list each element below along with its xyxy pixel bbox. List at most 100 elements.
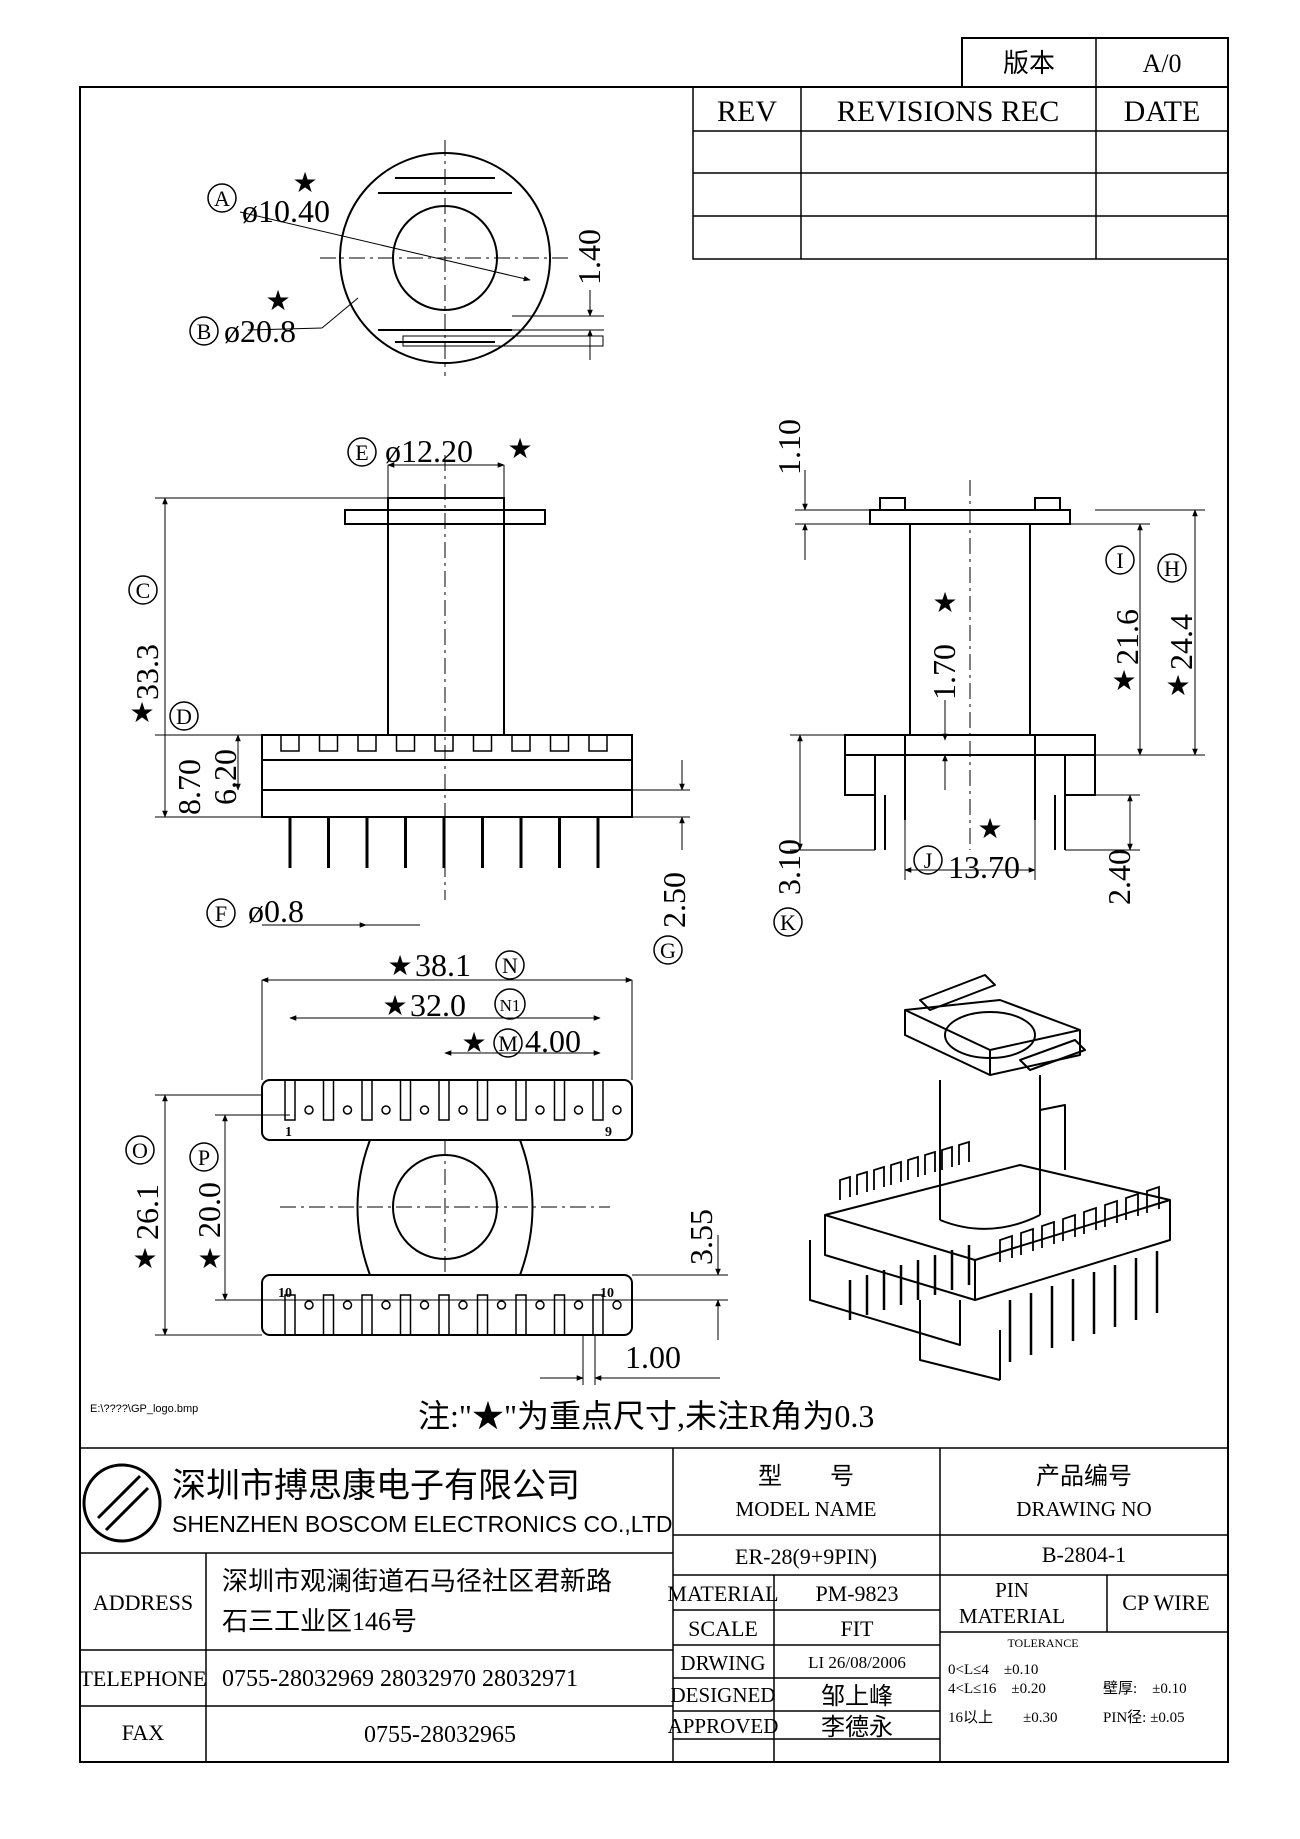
iso-tooth-right [1083, 1206, 1097, 1234]
svg-text:G: G [660, 938, 676, 963]
bottom-slot-top [284, 1079, 296, 1121]
bottom-pin-hole-top [535, 1105, 545, 1115]
dim-top-gap: 1.40 [571, 229, 607, 285]
dim-base-height: 6.20 [207, 749, 243, 805]
revisions-rec-header: REVISIONS REC [837, 95, 1060, 128]
iso-tooth-left [873, 1165, 885, 1190]
bottom-slot-top [476, 1079, 489, 1121]
svg-text:M: M [498, 1031, 518, 1056]
bottom-slot-top [592, 1079, 604, 1121]
iso-tooth-right [1104, 1199, 1118, 1227]
bottom-view [155, 977, 728, 1385]
telephone-label: TELEPHONE [79, 1666, 206, 1691]
front-view [155, 455, 690, 928]
dim-F: F ø0.8 [206, 893, 304, 929]
bottom-pin-hole-bottom [496, 1300, 507, 1310]
logo-path: E:\????\GP_logo.bmp [90, 1403, 198, 1415]
svg-text:★: ★ [1165, 671, 1190, 702]
bottom-slot-top [553, 1079, 566, 1121]
telephone-value: 0755-28032969 28032970 28032971 [222, 1666, 578, 1692]
svg-text:K: K [780, 910, 796, 935]
pin-10a-label: 10 [278, 1286, 292, 1301]
bottom-pin-hole-bottom [419, 1300, 430, 1310]
iso-tooth-right [1020, 1227, 1034, 1255]
bottom-pin-hole-top [419, 1105, 430, 1115]
svg-text:A: A [214, 186, 230, 211]
scale-label: SCALE [688, 1616, 758, 1641]
dim-O: O 26.1 ★ [125, 1135, 165, 1275]
bottom-slot-bottom [322, 1294, 335, 1336]
bottom-slot-bottom [284, 1294, 296, 1336]
svg-text:E: E [355, 440, 368, 465]
svg-text:ø10.40: ø10.40 [242, 193, 330, 229]
front-slot [511, 734, 531, 752]
svg-text:★: ★ [292, 168, 317, 199]
bottom-pin-hole-top [496, 1105, 507, 1115]
svg-text:P: P [198, 1145, 210, 1170]
pin-9-label: 9 [605, 1125, 612, 1140]
dim-side-gap: 3.55 [683, 1209, 719, 1265]
dim-pin-length: 2.40 [1101, 849, 1137, 905]
svg-text:38.1: 38.1 [415, 947, 471, 983]
bottom-pin-hole-bottom [612, 1300, 622, 1310]
svg-text:33.3: 33.3 [129, 644, 165, 700]
drwing-value: LI 26/08/2006 [808, 1653, 906, 1672]
dim-N1: ★ 32.0 N1 [382, 987, 526, 1023]
tolerance-wall: 壁厚: ±0.10 [1103, 1680, 1187, 1697]
pin-material-value: CP WIRE [1122, 1590, 1209, 1615]
isometric-view [809, 974, 1171, 1381]
dim-flange: 1.10 [771, 419, 807, 475]
bottom-slot-bottom [399, 1294, 412, 1336]
svg-text:D: D [176, 704, 192, 729]
date-header: DATE [1124, 95, 1201, 128]
fax-label: FAX [122, 1720, 164, 1745]
side-view [790, 470, 1205, 880]
dim-H: H 24.4 ★ [1157, 553, 1199, 702]
svg-text:ø0.8: ø0.8 [248, 893, 304, 929]
fax-value: 0755-28032965 [364, 1722, 516, 1748]
front-slot [588, 734, 608, 752]
bottom-slot-top [438, 1079, 450, 1121]
front-view-pins [280, 734, 608, 868]
bottom-view-pins [284, 1079, 622, 1336]
scale-value: FIT [841, 1616, 875, 1641]
svg-text:★: ★ [977, 814, 1002, 845]
material-value: PM-9823 [815, 1581, 898, 1606]
pin-1-label: 1 [285, 1125, 292, 1140]
bottom-pin-hole-bottom [535, 1300, 545, 1310]
drawing-note: 注:"★"为重点尺寸,未注R角为0.3 [418, 1398, 874, 1434]
tolerance-row-2: 4<L≤16 ±0.20 [948, 1681, 1046, 1697]
approved-value: 李德永 [821, 1714, 893, 1741]
company-name-en: SHENZHEN BOSCOM ELECTRONICS CO.,LTD [172, 1511, 673, 1537]
iso-tooth-left [856, 1170, 868, 1195]
svg-text:★: ★ [265, 286, 290, 317]
front-slot [280, 734, 300, 752]
svg-text:21.6: 21.6 [1109, 609, 1145, 665]
dim-M: ★ M 4.00 [461, 1023, 581, 1059]
bottom-slot-top [361, 1079, 373, 1121]
svg-text:N1: N1 [500, 996, 521, 1015]
bottom-slot-bottom [476, 1294, 489, 1336]
pin-10b-label: 10 [600, 1286, 614, 1301]
bottom-slot-bottom [592, 1294, 604, 1336]
slot-star: ★ [932, 588, 957, 619]
bottom-slot-bottom [438, 1294, 450, 1336]
tolerance-row-3: 16以上 ±0.30 [948, 1709, 1057, 1726]
svg-text:★: ★ [1111, 666, 1136, 697]
bottom-pin-hole-bottom [573, 1300, 584, 1310]
designed-value: 邹上峰 [821, 1683, 893, 1710]
svg-text:20.0: 20.0 [191, 1182, 227, 1238]
front-slot [434, 734, 454, 752]
revision-table [692, 86, 1229, 260]
dim-D: D 8.70 [169, 701, 207, 815]
iso-tooth-left [907, 1155, 919, 1180]
dim-I: I 21.6 ★ [1105, 545, 1145, 697]
svg-text:★: ★ [132, 1244, 157, 1275]
bottom-slot-bottom [553, 1294, 566, 1336]
svg-text:32.0: 32.0 [410, 987, 466, 1023]
isometric-teeth [839, 1140, 1160, 1362]
iso-tooth-right [1062, 1213, 1076, 1241]
iso-tooth-right [1146, 1185, 1160, 1213]
bottom-pin-hole-top [573, 1105, 584, 1115]
company-name-cn: 深圳市搏思康电子有限公司 [172, 1467, 580, 1505]
